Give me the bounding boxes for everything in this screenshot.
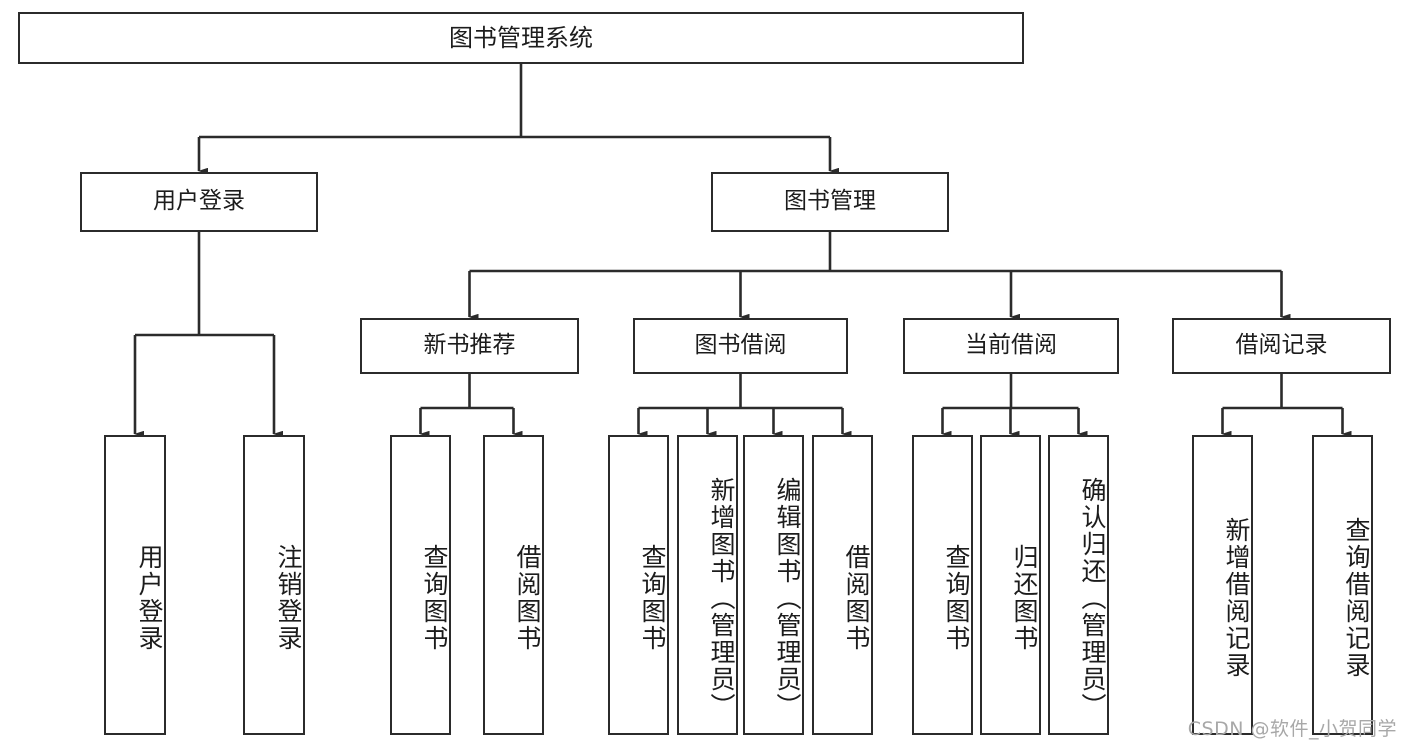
csdn-watermark: CSDN @软件_小贺同学 xyxy=(1187,718,1397,740)
node-label: 用户登录 xyxy=(135,544,164,652)
node-label: 借阅记录 xyxy=(1235,332,1328,359)
node-label: 图书借阅 xyxy=(694,332,787,359)
node-leaf-bb-edit-book: 编辑图书（管理员） xyxy=(743,435,804,735)
node-leaf-br-query-record: 查询借阅记录 xyxy=(1312,435,1373,735)
node-leaf-logout: 注销登录 xyxy=(243,435,305,735)
node-leaf-cb-query-book: 查询图书 xyxy=(912,435,973,735)
node-borrow-record: 借阅记录 xyxy=(1172,318,1391,374)
node-label: 归还图书 xyxy=(1010,544,1039,652)
node-leaf-rec-query-book: 查询图书 xyxy=(390,435,451,735)
node-leaf-user-login: 用户登录 xyxy=(104,435,166,735)
node-label: 查询借阅记录 xyxy=(1342,517,1371,679)
node-leaf-rec-borrow-book: 借阅图书 xyxy=(483,435,544,735)
node-leaf-bb-query-book: 查询图书 xyxy=(608,435,669,735)
node-label: 图书管理 xyxy=(784,188,876,215)
node-label: 借阅图书 xyxy=(513,544,542,652)
node-leaf-br-add-record: 新增借阅记录 xyxy=(1192,435,1253,735)
node-label: 新增图书（管理员） xyxy=(707,476,736,720)
node-label: 确认归还（管理员） xyxy=(1078,476,1107,720)
node-label: 新书推荐 xyxy=(423,332,516,359)
node-label: 注销登录 xyxy=(274,544,303,652)
node-label: 查询图书 xyxy=(942,544,971,652)
node-book-manage: 图书管理 xyxy=(711,172,949,232)
node-label: 用户登录 xyxy=(153,188,245,215)
node-user-login: 用户登录 xyxy=(80,172,318,232)
node-label: 查询图书 xyxy=(638,544,667,652)
node-leaf-bb-borrow-book: 借阅图书 xyxy=(812,435,873,735)
node-leaf-cb-return-book: 归还图书 xyxy=(980,435,1041,735)
node-label: 编辑图书（管理员） xyxy=(773,476,802,720)
node-label: 新增借阅记录 xyxy=(1222,517,1251,679)
node-leaf-bb-add-book: 新增图书（管理员） xyxy=(677,435,738,735)
node-label: 图书管理系统 xyxy=(449,23,593,52)
node-book-borrow: 图书借阅 xyxy=(633,318,848,374)
node-label: 当前借阅 xyxy=(965,332,1057,359)
node-leaf-cb-confirm-return: 确认归还（管理员） xyxy=(1048,435,1109,735)
node-new-book-rec: 新书推荐 xyxy=(360,318,579,374)
node-current-borrow: 当前借阅 xyxy=(903,318,1119,374)
node-label: 查询图书 xyxy=(420,544,449,652)
node-root: 图书管理系统 xyxy=(18,12,1024,64)
node-label: 借阅图书 xyxy=(842,544,871,652)
